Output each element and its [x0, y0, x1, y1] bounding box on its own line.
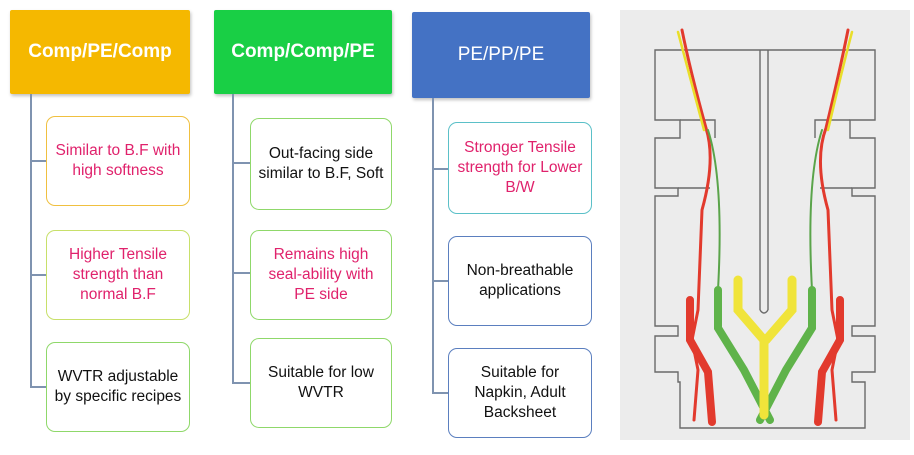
- connector-branch: [432, 168, 448, 170]
- header-pe-pp-pe: PE/PP/PE: [412, 12, 590, 98]
- connector-branch: [432, 280, 448, 282]
- flow-channels: [676, 28, 854, 426]
- connector-line: [30, 94, 32, 388]
- connector-branch: [432, 392, 448, 394]
- connector-branch: [30, 386, 46, 388]
- card-napkin-backsheet: Suitable for Napkin, Adult Backsheet: [448, 348, 592, 438]
- connector-branch: [232, 162, 250, 164]
- card-out-facing: Out-facing side similar to B.F, Soft: [250, 118, 392, 210]
- card-wvtr-adjustable: WVTR adjustable by specific recipes: [46, 342, 190, 432]
- card-non-breathable: Non-breathable applications: [448, 236, 592, 326]
- card-softness: Similar to B.F with high softness: [46, 116, 190, 206]
- card-low-wvtr: Suitable for low WVTR: [250, 338, 392, 428]
- header-comp-comp-pe: Comp/Comp/PE: [214, 10, 392, 94]
- card-seal-ability: Remains high seal-ability with PE side: [250, 230, 392, 320]
- connector-line: [432, 98, 434, 392]
- connector-line: [232, 94, 234, 382]
- connector-branch: [232, 272, 250, 274]
- card-tensile-strength: Higher Tensile strength than normal B.F: [46, 230, 190, 320]
- die-flow-illustration: [654, 28, 876, 429]
- card-stronger-tensile: Stronger Tensile strength for Lower B/W: [448, 122, 592, 214]
- connector-branch: [30, 160, 46, 162]
- coextrusion-die-diagram: [620, 10, 910, 440]
- connector-branch: [30, 274, 46, 276]
- connector-branch: [232, 382, 250, 384]
- header-comp-pe-comp: Comp/PE/Comp: [10, 10, 190, 94]
- die-outline: [654, 49, 876, 429]
